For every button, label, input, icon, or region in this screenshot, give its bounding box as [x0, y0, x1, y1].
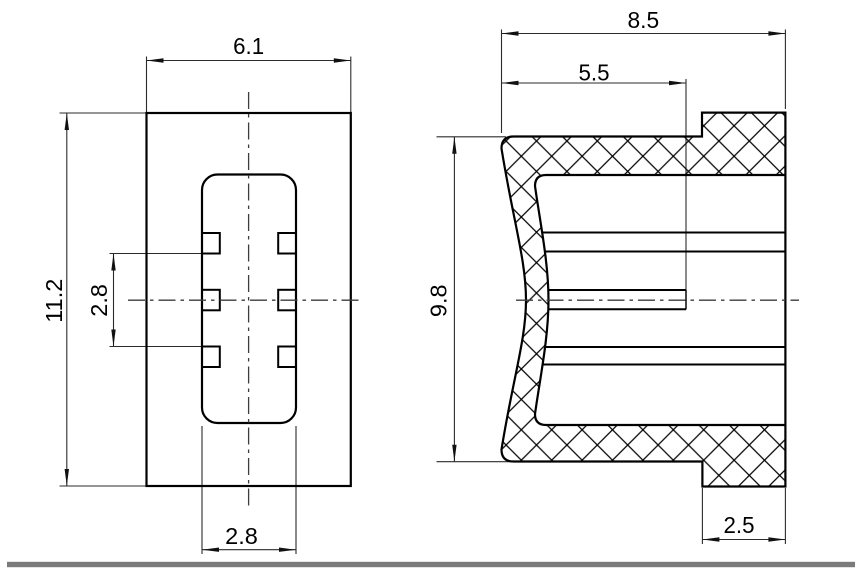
svg-text:8.5: 8.5 [627, 7, 659, 33]
svg-text:2.5: 2.5 [723, 511, 754, 538]
svg-text:9.8: 9.8 [425, 284, 451, 317]
svg-text:2.8: 2.8 [86, 284, 112, 317]
svg-text:6.1: 6.1 [233, 32, 264, 59]
svg-text:11.2: 11.2 [41, 279, 67, 323]
svg-text:2.8: 2.8 [225, 523, 258, 549]
svg-text:5.5: 5.5 [578, 59, 609, 86]
